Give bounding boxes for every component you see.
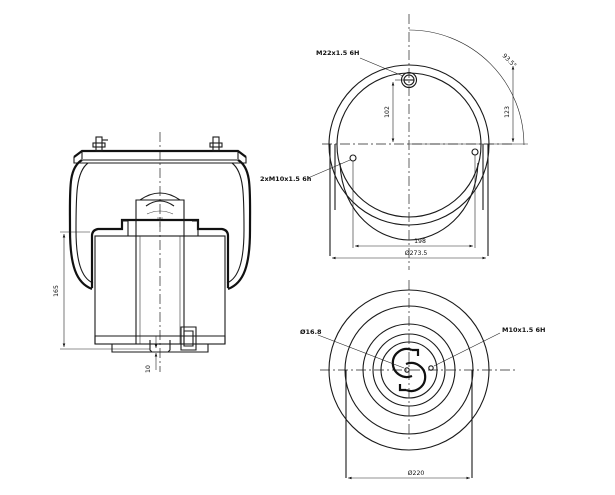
leader-m10-side [307, 159, 351, 179]
m10-holes [349, 148, 479, 162]
dimension-10: 10 [145, 336, 170, 373]
angle-arc [408, 29, 525, 146]
leader-m22 [359, 57, 404, 77]
leader-d16 [317, 334, 405, 369]
bottom-view: Ø16.8 M10x1.5 6H Ø220 [300, 280, 545, 480]
bottom-outer-circle [328, 289, 490, 451]
label-m10-bottom: M10x1.5 6H [502, 326, 545, 334]
dim-220-label: Ø220 [408, 469, 425, 477]
dim-273-label: Ø273.5 [405, 249, 428, 257]
bottom-holes [404, 365, 434, 373]
label-d16: Ø16.8 [300, 328, 322, 336]
center-hooks [391, 347, 427, 393]
top-bolts [92, 136, 223, 152]
dim-10-label: 10 [145, 365, 152, 373]
angle-label: 93.5° [501, 52, 519, 70]
dim-102-label: 102 [384, 106, 391, 118]
top-view: M22x1.5 6H 2xM10x1.5 6h 102 123 93.5° 19… [260, 14, 528, 270]
leader-m10-bottom [433, 332, 501, 367]
dim-165-label: 165 [53, 285, 60, 297]
piston [90, 192, 230, 353]
rubber-bellow [68, 159, 252, 291]
dim-198-label: 198 [414, 238, 426, 245]
label-m22: M22x1.5 6H [316, 49, 359, 57]
dim-123-label: 123 [504, 106, 511, 118]
side-view: 165 10 [53, 132, 252, 373]
outer-profile-circle [328, 64, 490, 226]
dimension-165: 165 [53, 231, 150, 350]
label-m10-side: 2xM10x1.5 6h [260, 175, 312, 183]
